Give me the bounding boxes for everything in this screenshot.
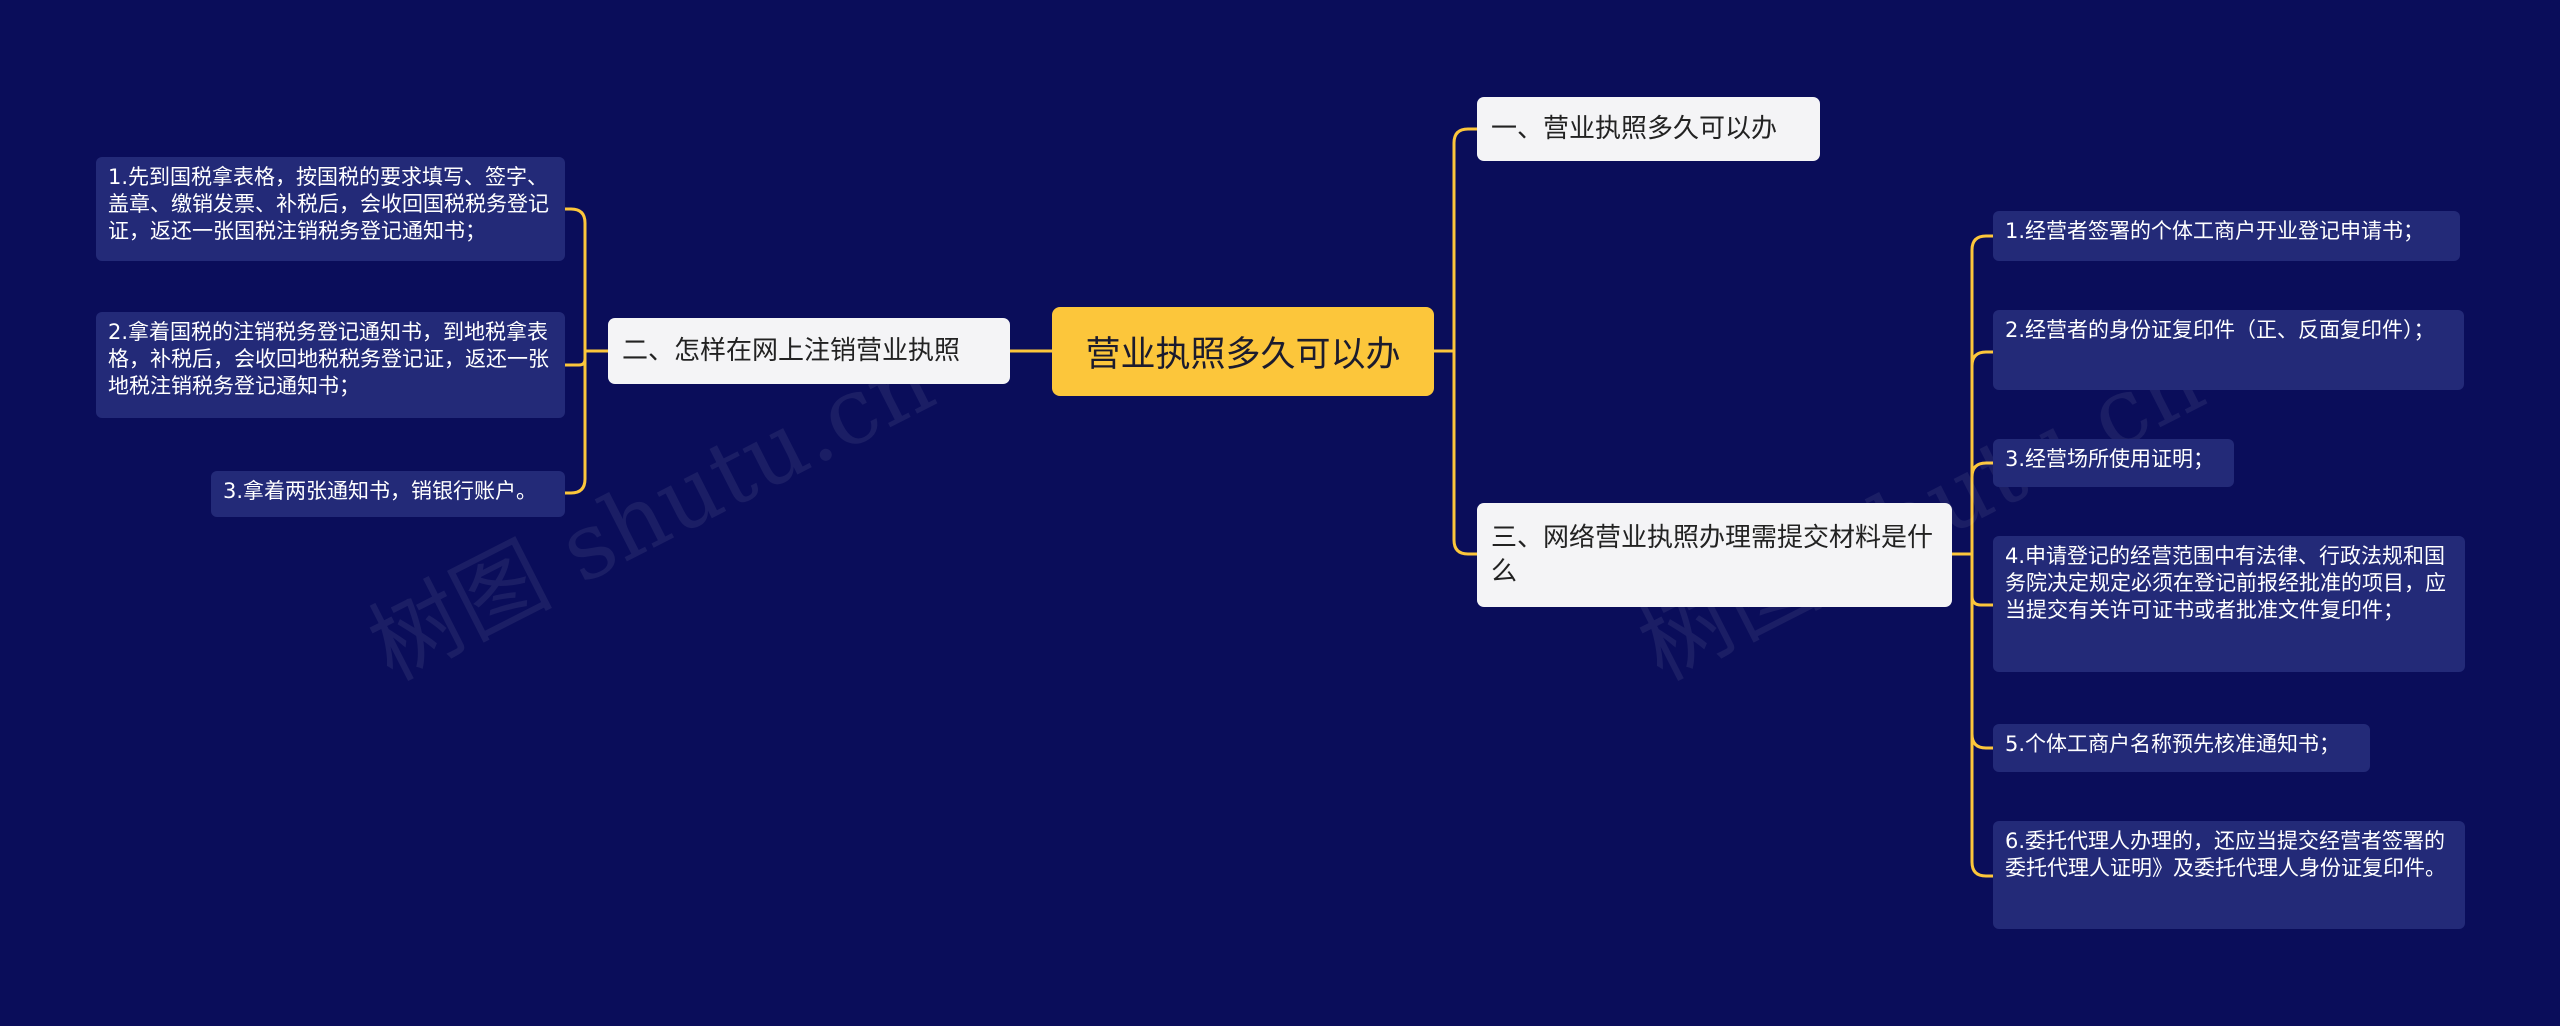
leaf-text: 1.先到国税拿表格，按国税的要求填写、签字、盖章、缴销发票、补税后，会收回国税税… [108, 165, 549, 243]
leaf-node-b3-6[interactable]: 6.委托代理人办理的，还应当提交经营者签署的委托代理人证明》及委托代理人身份证复… [1993, 821, 2465, 929]
leaf-text: 2.经营者的身份证复印件（正、反面复印件）； [2005, 318, 2435, 342]
connector-b3-leaf3 [1970, 461, 1995, 556]
connector-b3-leaf5 [1970, 552, 1995, 750]
leaf-text: 3.拿着两张通知书，销银行账户。 [223, 479, 538, 503]
leaf-node-b3-1[interactable]: 1.经营者签署的个体工商户开业登记申请书； [1993, 211, 2460, 261]
branch-label: 三、网络营业执照办理需提交材料是什么 [1491, 523, 1934, 587]
leaf-text: 2.拿着国税的注销税务登记通知书，到地税拿表格，补税后，会收回地税税务登记证，返… [108, 320, 549, 398]
leaf-node-b3-3[interactable]: 3.经营场所使用证明； [1993, 439, 2234, 487]
leaf-text: 4.申请登记的经营范围中有法律、行政法规和国务院决定规定必须在登记前报经批准的项… [2005, 544, 2446, 622]
connector-root-b1 [1452, 127, 1479, 353]
leaf-text: 5.个体工商户名称预先核准通知书； [2005, 732, 2341, 756]
branch-label: 一、营业执照多久可以办 [1491, 114, 1778, 144]
branch-label: 二、怎样在网上注销营业执照 [622, 336, 961, 366]
connector-b2-leaf3 [563, 349, 587, 495]
leaf-node-b2-3[interactable]: 3.拿着两张通知书，销银行账户。 [211, 471, 565, 517]
leaf-text: 1.经营者签署的个体工商户开业登记申请书； [2005, 219, 2425, 243]
connector-b2-leaf1 [563, 207, 587, 353]
connector-b3-leaf6 [1970, 552, 1995, 878]
leaf-node-b3-5[interactable]: 5.个体工商户名称预先核准通知书； [1993, 724, 2370, 772]
connector-root-b3 [1452, 349, 1479, 556]
connector-b2-leaf2 [563, 349, 587, 367]
connector-b3-leaf4 [1970, 552, 1995, 607]
connector-b3-leaf2 [1970, 350, 1995, 556]
leaf-node-b3-2[interactable]: 2.经营者的身份证复印件（正、反面复印件）； [1993, 310, 2464, 390]
leaf-text: 6.委托代理人办理的，还应当提交经营者签署的委托代理人证明》及委托代理人身份证复… [2005, 829, 2446, 880]
branch-node-3[interactable]: 三、网络营业执照办理需提交材料是什么 [1477, 503, 1952, 607]
leaf-node-b2-2[interactable]: 2.拿着国税的注销税务登记通知书，到地税拿表格，补税后，会收回地税税务登记证，返… [96, 312, 565, 418]
branch-node-2[interactable]: 二、怎样在网上注销营业执照 [608, 318, 1010, 384]
leaf-text: 3.经营场所使用证明； [2005, 447, 2215, 471]
leaf-node-b3-4[interactable]: 4.申请登记的经营范围中有法律、行政法规和国务院决定规定必须在登记前报经批准的项… [1993, 536, 2465, 672]
leaf-node-b2-1[interactable]: 1.先到国税拿表格，按国税的要求填写、签字、盖章、缴销发票、补税后，会收回国税税… [96, 157, 565, 261]
connector-b3-leaf1 [1970, 234, 1995, 556]
root-node[interactable]: 营业执照多久可以办 [1052, 307, 1434, 396]
branch-node-1[interactable]: 一、营业执照多久可以办 [1477, 97, 1820, 161]
